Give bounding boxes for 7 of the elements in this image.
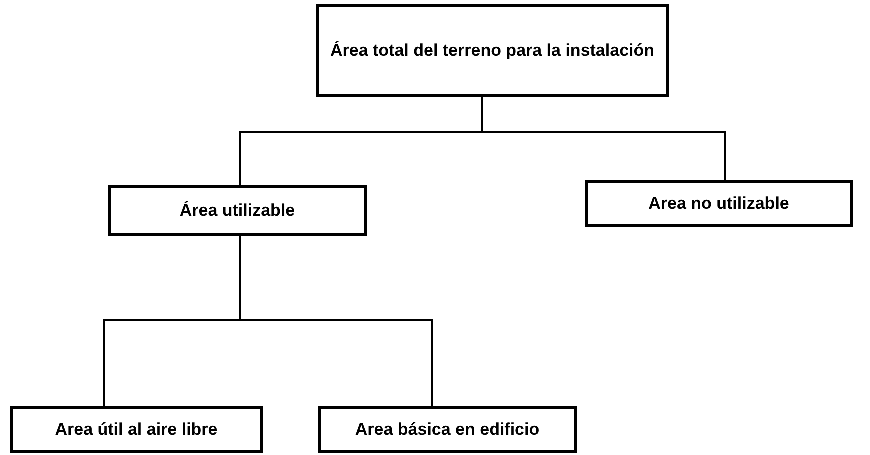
connector-line: [239, 236, 433, 406]
hierarchy-box: Area básica en edificio: [318, 406, 577, 453]
hierarchy-box: Área total del terreno para la instalación: [316, 4, 669, 97]
hierarchy-box: Area útil al aire libre: [10, 406, 263, 453]
hierarchy-box: Área utilizable: [108, 185, 367, 236]
hierarchy-box: Area no utilizable: [585, 180, 853, 227]
connector-line: [481, 97, 726, 180]
